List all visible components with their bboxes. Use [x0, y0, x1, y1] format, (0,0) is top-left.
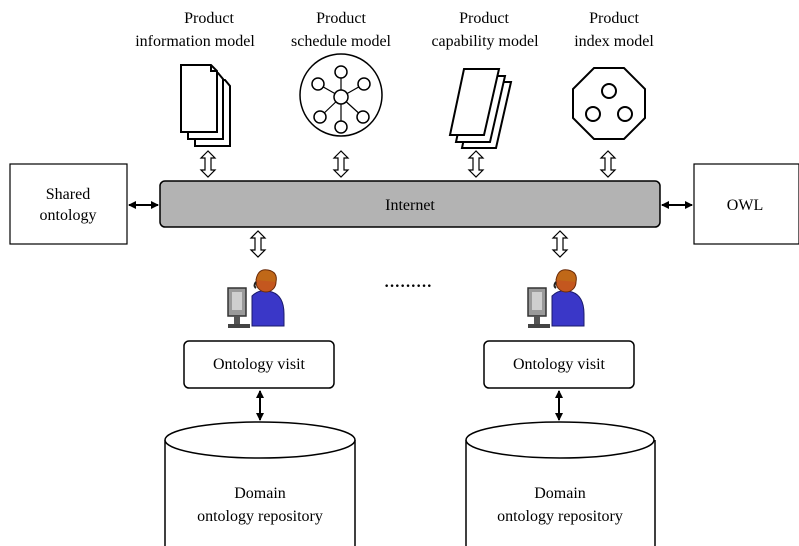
document-stack-icon: [180, 64, 231, 147]
repo-label-1-line2: ontology repository: [197, 508, 323, 525]
shared-ontology-line2: ontology: [40, 207, 97, 224]
svg-text:Product: Product: [316, 10, 366, 27]
capability-bus-arrow: [468, 150, 484, 178]
index-bus-arrow: [600, 150, 616, 178]
svg-text:information model: information model: [135, 33, 255, 50]
domain-ontology-repository-2: [465, 421, 656, 546]
svg-text:capability model: capability model: [431, 33, 539, 50]
client2-bus-arrow: [552, 230, 568, 258]
shared-ontology-box: [9, 163, 128, 245]
ellipsis: ·········: [384, 278, 432, 295]
ontology-visit-label-1: Ontology visit: [213, 356, 306, 373]
ontology-visit-box-1: [183, 340, 335, 389]
ontology-visit-label-2: Ontology visit: [513, 356, 606, 373]
information-bus-arrow: [200, 150, 216, 178]
user-at-computer-icon: [527, 269, 585, 328]
domain-ontology-repository-1: [164, 421, 356, 546]
client1-bus-arrow: [250, 230, 266, 258]
svg-text:Product: Product: [589, 10, 639, 27]
parallelogram-stack-icon: [448, 68, 513, 149]
octagon-circles-icon: [572, 67, 646, 140]
model-label-schedule: Product schedule model: [291, 10, 392, 50]
shared-ontology-line1: Shared: [46, 186, 90, 203]
ontology-visit-box-2: [483, 340, 635, 389]
repo-label-2-line2: ontology repository: [497, 508, 623, 525]
svg-text:index model: index model: [574, 33, 654, 50]
model-label-index: Product index model: [574, 10, 654, 50]
internet-label: Internet: [385, 197, 435, 214]
network-circle-icon: [299, 53, 383, 137]
repo-label-1-line1: Domain: [234, 485, 286, 502]
owl-label: OWL: [727, 197, 763, 214]
owl-box: [693, 163, 799, 245]
svg-text:Product: Product: [459, 10, 509, 27]
model-label-capability: Product capability model: [431, 10, 539, 50]
user-at-computer-icon: [227, 269, 285, 328]
svg-text:Product: Product: [184, 10, 234, 27]
svg-text:schedule model: schedule model: [291, 33, 392, 50]
repo-label-2-line1: Domain: [534, 485, 586, 502]
internet-bus: [159, 180, 661, 228]
schedule-bus-arrow: [333, 150, 349, 178]
model-label-information: Product information model: [135, 10, 255, 50]
